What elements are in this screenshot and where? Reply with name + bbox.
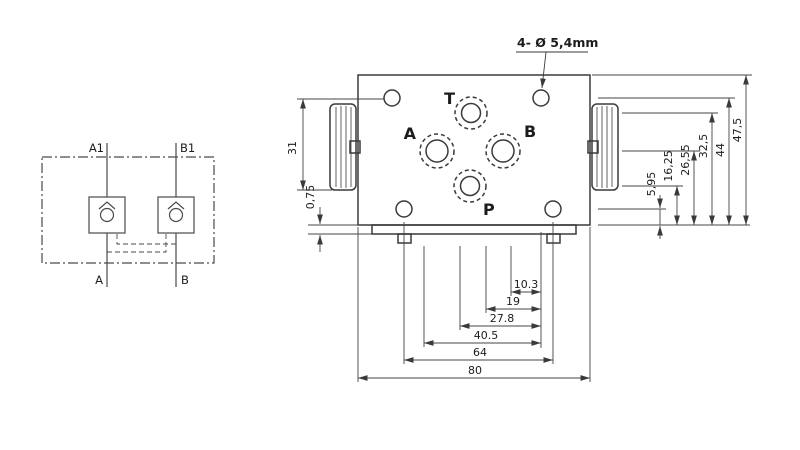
port-b-counterbore: [485, 133, 521, 169]
port-t-bore: [460, 102, 482, 124]
dim-0-75: [308, 207, 372, 252]
check-valve-right-seat: [167, 201, 185, 210]
dim-5-95-label: 5,95: [645, 172, 658, 197]
dim-19-label: 19: [506, 295, 520, 308]
block-tab-left: [397, 233, 412, 244]
check-valve-left-box: [88, 196, 126, 234]
dim-64-label: 64: [473, 346, 487, 359]
check-valve-left-ball: [99, 207, 115, 223]
valve-block-body: [329, 74, 619, 244]
bottom-extension-lines: [357, 222, 591, 382]
port-a-label: A: [404, 124, 417, 143]
dim-40-5-label: 40.5: [474, 329, 499, 342]
right-boss-notch: [587, 140, 599, 154]
mounting-hole-top-right: [532, 89, 550, 107]
right-extension-lines: [592, 74, 752, 226]
port-b-bore: [491, 139, 515, 163]
dim-0-75-label: 0,75: [304, 185, 317, 210]
pilot-line-a-to-right-valve: [107, 233, 167, 253]
left-boss-notch: [349, 140, 361, 154]
left-boss: [329, 103, 357, 191]
check-valve-left-seat: [98, 201, 116, 210]
port-a-counterbore: [419, 133, 455, 169]
dim-80-label: 80: [468, 364, 482, 377]
schematic-envelope-border: [41, 156, 215, 264]
hole-callout: 4- Ø 5,4mm: [516, 35, 598, 89]
schematic-port-a1-label: A1: [89, 141, 104, 155]
check-valve-right-ball: [168, 207, 184, 223]
schematic-port-b-label: B: [181, 273, 189, 287]
pilot-line-b-to-left-valve: [116, 233, 176, 245]
dim-32-5-label: 32,5: [697, 134, 710, 159]
dim-44-label: 44: [714, 143, 727, 157]
dim-31: [297, 98, 384, 191]
dim-10-3-label: 10.3: [514, 278, 539, 291]
dim-27-8-label: 27.8: [490, 312, 515, 325]
dimensions: [297, 74, 752, 382]
dimension-labels: 31 0,75 5,95 16,25 26,55 32,5 44 47,5 10…: [286, 118, 744, 377]
boss-knurling: [335, 106, 613, 188]
schematic-port-b1-label: B1: [180, 141, 195, 155]
mounting-hole-top-left: [383, 89, 401, 107]
dim-16-25-label: 16,25: [662, 150, 675, 182]
hydraulic-schematic: [41, 143, 215, 287]
dim-47-5-label: 47,5: [731, 118, 744, 143]
port-b-label: B: [524, 122, 536, 141]
port-t-counterbore: [454, 96, 488, 130]
port-p-bore: [459, 175, 481, 197]
dim-31-label: 31: [286, 141, 299, 155]
mounting-hole-bottom-left: [395, 200, 413, 218]
port-p-counterbore: [453, 169, 487, 203]
block-bottom-step: [371, 224, 577, 235]
port-p-label: P: [483, 200, 495, 219]
check-valve-right-box: [157, 196, 195, 234]
block-tab-right: [546, 233, 561, 244]
hole-callout-text: 4- Ø 5,4mm: [517, 35, 598, 50]
port-labels: T A B P: [404, 89, 537, 219]
hole-callout-leader: [540, 51, 547, 89]
dim-26-55-label: 26,55: [679, 144, 692, 176]
schematic-labels: A1 B1 A B: [89, 141, 195, 287]
schematic-port-a-label: A: [95, 273, 103, 287]
port-a-bore: [425, 139, 449, 163]
mounting-hole-bottom-right: [544, 200, 562, 218]
right-boss: [591, 103, 619, 191]
port-t-label: T: [444, 89, 455, 108]
